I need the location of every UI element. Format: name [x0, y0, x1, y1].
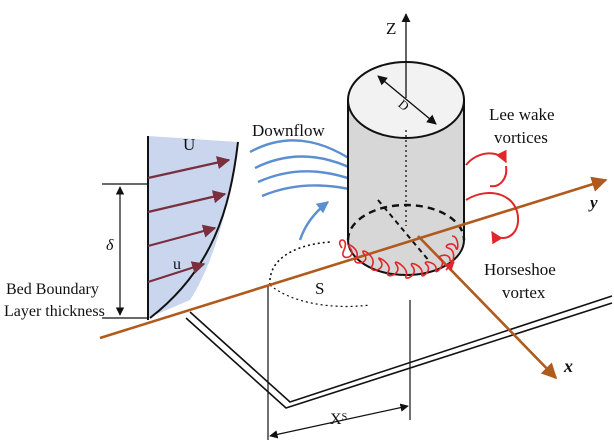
y-axis-label: y: [588, 193, 598, 212]
downflow-label: Downflow: [252, 121, 325, 140]
profile-arrow-1: [147, 156, 231, 180]
z-axis-label: Z: [386, 19, 396, 38]
lee-wake-vortices: [465, 149, 520, 245]
diameter-arrow: [377, 75, 437, 125]
bed-reference-line: [99, 176, 608, 340]
separation-line-bottom: [269, 284, 371, 308]
upflow-arrow: [298, 201, 329, 241]
profile-curve: [149, 141, 239, 319]
bed-boundary-label-line2: Layer thickness: [4, 303, 105, 320]
lee-wake-label-line1: Lee wake: [489, 105, 555, 124]
separation-line: [269, 241, 331, 286]
horseshoe-vortex: [338, 235, 459, 279]
cylinder-axis-hidden: [377, 199, 431, 263]
free-stream-velocity-label: U: [183, 135, 195, 154]
separation-label: S: [315, 279, 324, 298]
profile-arrow-3: [147, 224, 217, 248]
lee-wake-label-line2: vortices: [494, 128, 548, 147]
horseshoe-arrowhead: [444, 261, 455, 272]
velocity-profile: [147, 136, 239, 320]
xs-dimension: [267, 285, 411, 440]
xs-label: XS: [330, 411, 347, 428]
bed-plane: [185, 295, 613, 409]
x-axis-label: x: [563, 356, 573, 376]
local-velocity-label: u: [173, 256, 181, 273]
profile-arrow-4: [147, 261, 206, 284]
delta-label: δ: [106, 237, 114, 254]
profile-arrow-2: [147, 190, 227, 214]
delta-dimension: [102, 183, 148, 319]
horseshoe-label-line2: vortex: [502, 283, 546, 302]
xs-label-sub: S: [342, 412, 348, 423]
bed-boundary-label-line1: Bed Boundary: [6, 281, 99, 298]
horseshoe-label-line1: Horseshoe: [484, 260, 556, 279]
xs-label-main: X: [330, 411, 342, 428]
profile-fill: [148, 136, 238, 318]
